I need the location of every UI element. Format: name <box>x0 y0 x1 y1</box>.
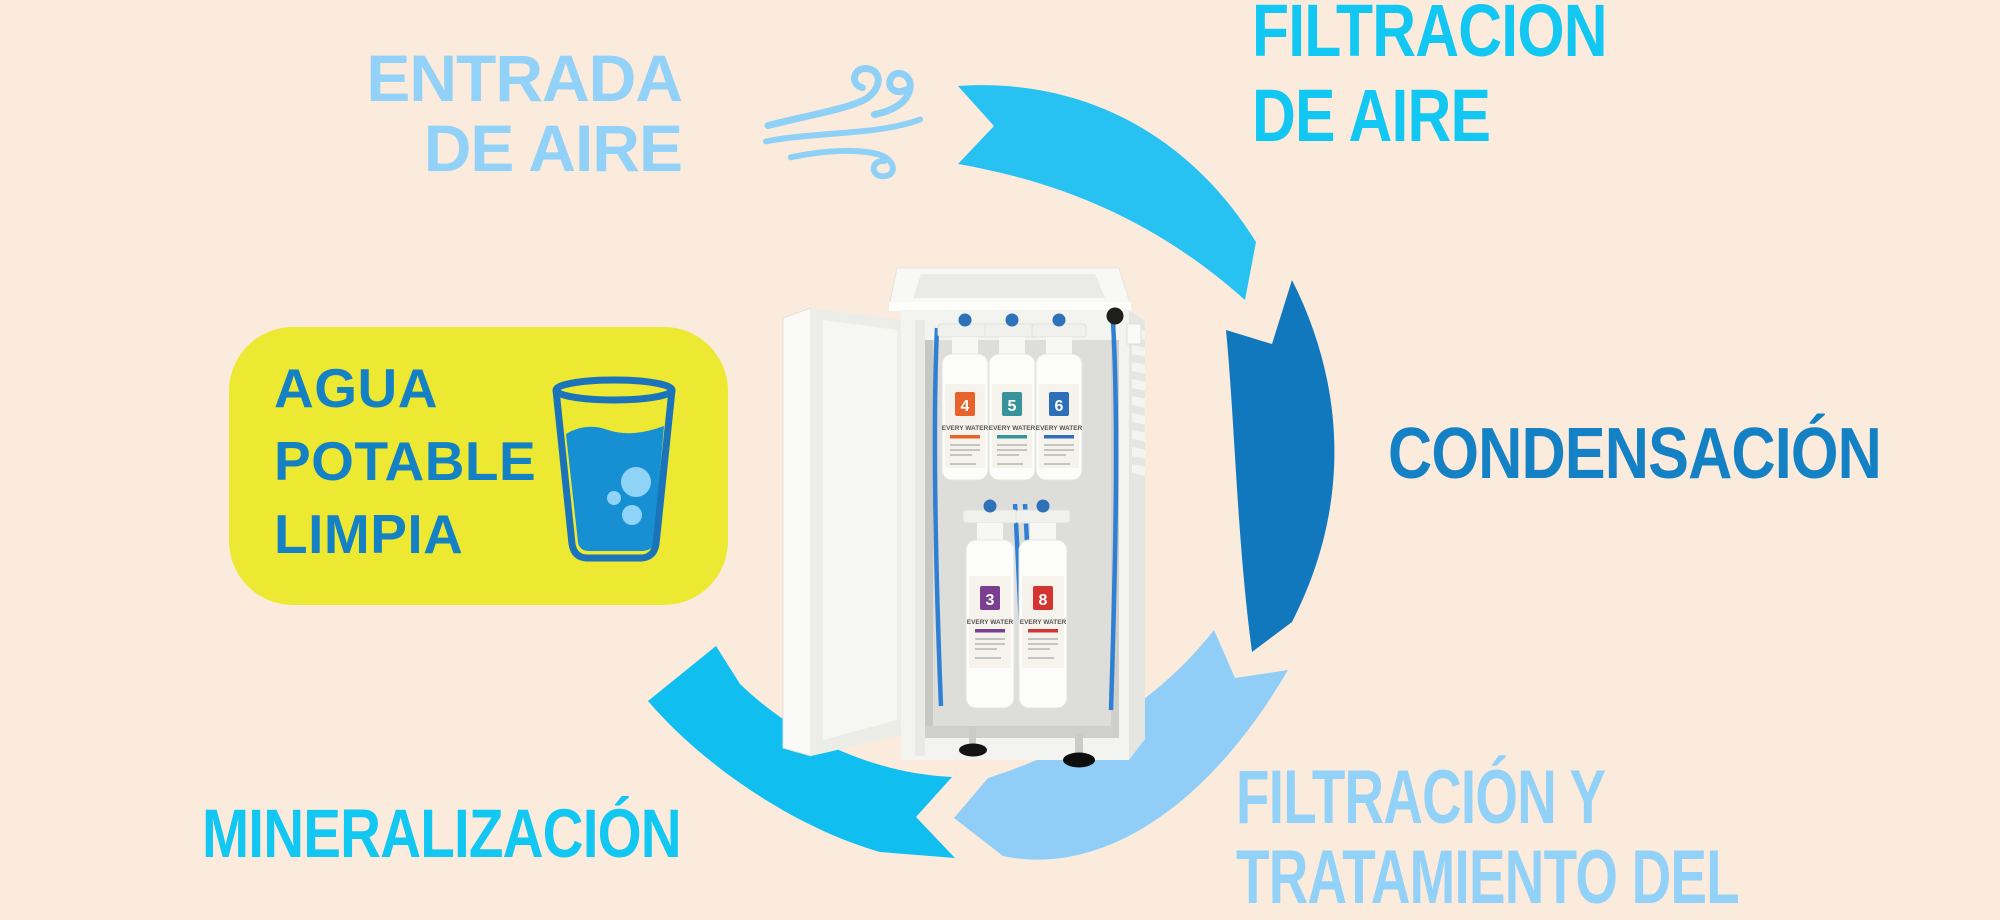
machine-side-panel <box>1129 310 1145 760</box>
glass-bubble <box>622 505 642 525</box>
filter-cartridge-4: 4 EVERY WATER <box>937 313 993 481</box>
label-condensation: CONDENSACIÓN <box>1388 414 1882 494</box>
badge-line-potable: POTABLE <box>274 430 537 492</box>
machine-top <box>888 267 1132 311</box>
filter-number: 8 <box>1039 592 1048 609</box>
air-intake-line2: DE AIRE <box>423 111 683 185</box>
filter-brand: EVERY WATER <box>1036 425 1083 432</box>
machine-vents <box>1132 328 1145 476</box>
glass-bubble <box>621 467 651 497</box>
filter-number: 6 <box>1055 398 1064 415</box>
arrow-right-condensation <box>1226 280 1335 652</box>
machine-feet <box>959 726 1095 768</box>
machine-clip <box>1126 323 1142 345</box>
filter-cartridge-8: 8 EVERY WATER <box>1015 499 1071 709</box>
label-mineralization: MINERALIZACIÓN <box>202 795 682 872</box>
filter-number: 5 <box>1008 398 1017 415</box>
filter-number: 4 <box>961 398 970 415</box>
air-filtration-line1: FILTRACIÓN <box>1252 0 1608 72</box>
glass-bubble <box>607 491 621 505</box>
arrow-top-air-filtration <box>958 85 1256 300</box>
water-glass-icon <box>552 376 676 562</box>
filter-brand: EVERY WATER <box>942 425 989 432</box>
filter-cartridge-6: 6 EVERY WATER <box>1031 313 1087 481</box>
machine-door <box>782 307 907 757</box>
machine-image: 4 EVERY WATER 5 EVERY WATER <box>782 267 1145 768</box>
label-water-treatment: FILTRACIÓN Y TRATAMIENTO DEL AGUA <box>1236 758 1786 920</box>
badge-line-limpia: LIMPIA <box>274 503 464 565</box>
water-treatment-line2: TRATAMIENTO DEL AGUA <box>1236 835 1739 920</box>
glass-outline <box>552 376 676 562</box>
result-badge-label: AGUA POTABLE LIMPIA <box>274 352 536 571</box>
label-air-filtration: FILTRACIÓN DE AIRE <box>1252 0 1608 158</box>
label-air-intake: ENTRADA DE AIRE <box>352 41 683 185</box>
air-intake-line1: ENTRADA <box>366 41 683 115</box>
water-treatment-line1: FILTRACIÓN Y <box>1236 755 1606 840</box>
badge-line-agua: AGUA <box>274 357 438 419</box>
filter-brand: EVERY WATER <box>1020 619 1067 626</box>
air-filtration-line2: DE AIRE <box>1252 74 1491 157</box>
filter-cartridge-5: 5 EVERY WATER <box>984 313 1040 481</box>
filter-number: 3 <box>986 592 995 609</box>
filter-brand: EVERY WATER <box>967 619 1014 626</box>
machine-elbow-fitting <box>1106 307 1124 325</box>
filter-cartridge-3: 3 EVERY WATER <box>962 499 1018 709</box>
wind-swirl-icon <box>763 65 924 180</box>
filter-brand: EVERY WATER <box>989 425 1036 432</box>
